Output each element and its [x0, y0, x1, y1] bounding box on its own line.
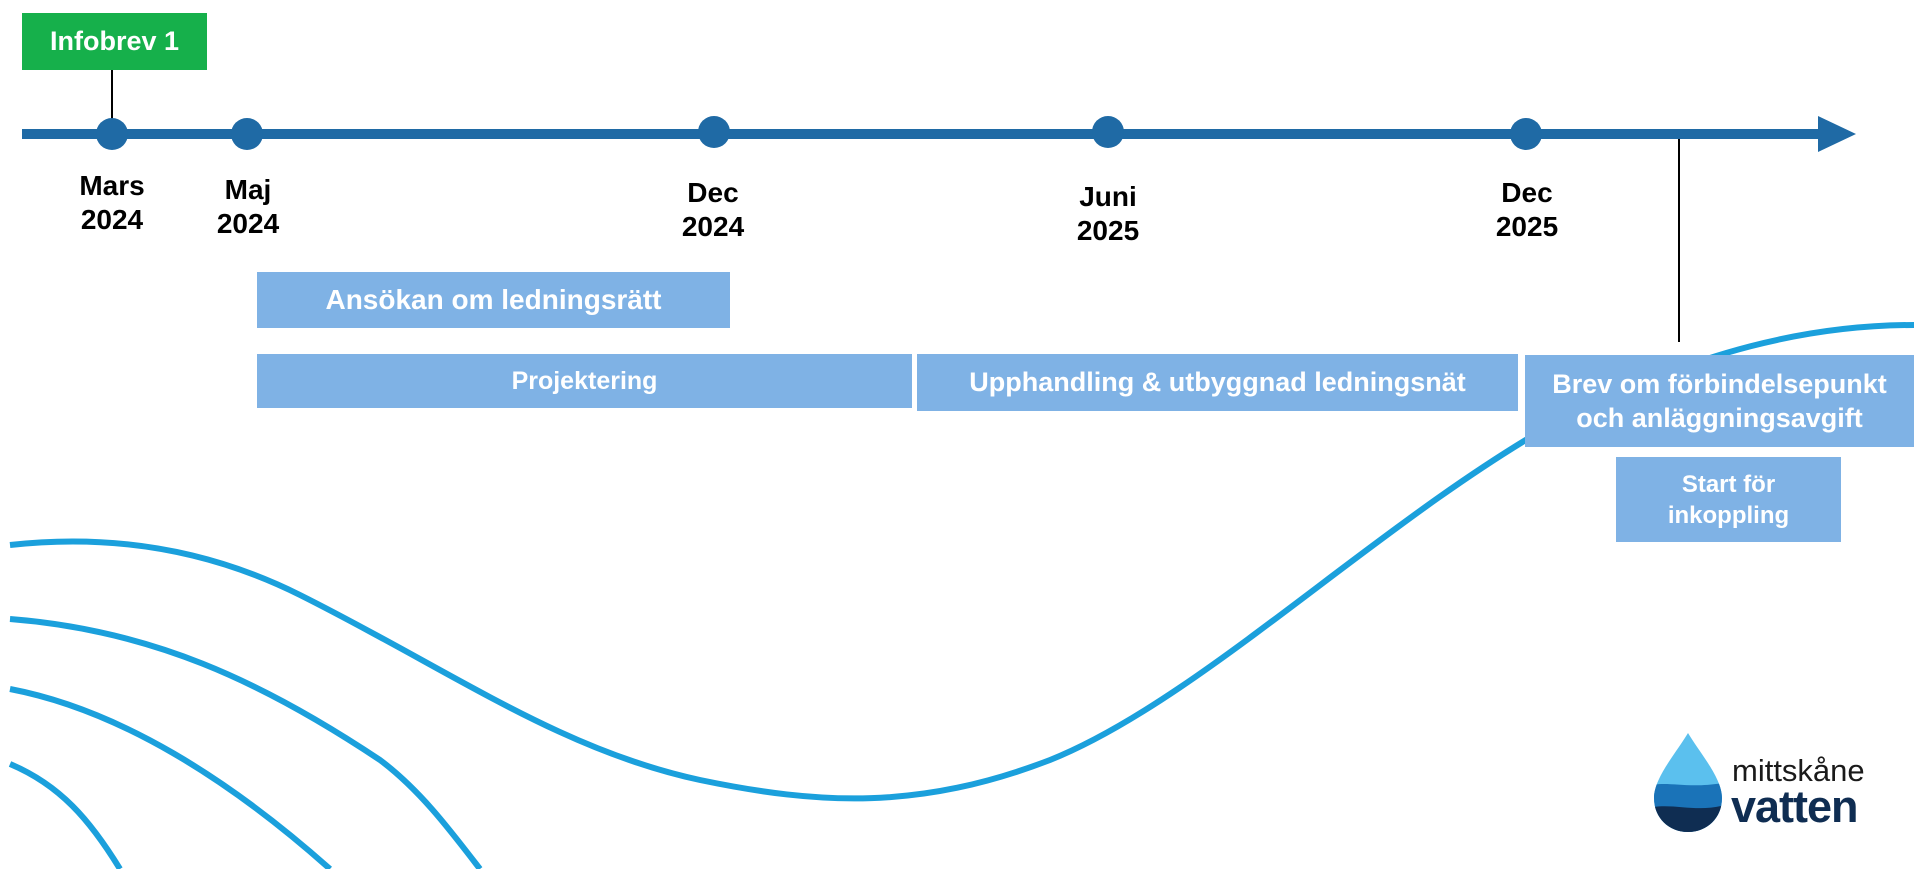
activity-label: Projektering — [511, 366, 658, 395]
decorative-wave-3 — [9, 686, 332, 869]
milestone-month: Juni — [1079, 181, 1137, 212]
milestone-label-dec-2024: Dec 2024 — [682, 176, 744, 244]
milestone-dot-dec-2024 — [698, 116, 730, 148]
activity-label: Ansökan om ledningsrätt — [325, 284, 662, 315]
activity-label: Upphandling & utbyggnad ledningsnät — [969, 367, 1466, 397]
infobrev-tag: Infobrev 1 — [22, 13, 207, 70]
activity-label-line2: inkoppling — [1667, 501, 1790, 529]
water-drop-icon — [1654, 733, 1722, 832]
activity-projektering: Projektering — [257, 354, 912, 408]
milestone-month: Maj — [224, 174, 272, 205]
milestone-month: Dec — [1501, 177, 1553, 208]
milestone-year: 2025 — [1076, 215, 1140, 246]
logo-text-vatten: vatten — [1731, 781, 1859, 832]
logo-text-mittskane: mittskåne — [1732, 753, 1865, 788]
milestone-year: 2024 — [80, 204, 144, 235]
milestone-year: 2024 — [216, 208, 280, 239]
decorative-wave-2 — [9, 616, 483, 869]
activity-ansokan-ledningsratt: Ansökan om ledningsrätt — [257, 272, 730, 328]
milestone-label-dec-2025: Dec 2025 — [1496, 176, 1558, 244]
milestone-label-juni-2025: Juni 2025 — [1077, 180, 1139, 248]
milestone-year: 2024 — [681, 211, 745, 242]
milestone-month: Dec — [687, 177, 739, 208]
activity-start-inkoppling: Start för inkoppling — [1616, 457, 1841, 542]
milestone-dot-juni-2025 — [1092, 116, 1124, 148]
milestone-year: 2025 — [1495, 211, 1559, 242]
milestone-month: Mars — [79, 170, 145, 201]
milestone-dot-maj-2024 — [231, 118, 263, 150]
activity-upphandling-utbyggnad: Upphandling & utbyggnad ledningsnät — [917, 354, 1518, 411]
decorative-wave-4 — [8, 761, 123, 869]
milestone-label-maj-2024: Maj 2024 — [217, 173, 279, 241]
milestone-dot-dec-2025 — [1510, 118, 1542, 150]
activity-brev-forbindelsepunkt: Brev om förbindelsepunkt och anläggnings… — [1525, 355, 1914, 447]
timeline-arrowhead — [1818, 116, 1856, 152]
activity-label-line1: Brev om förbindelsepunkt — [1552, 369, 1887, 399]
milestone-label-mars-2024: Mars 2024 — [79, 169, 144, 237]
milestone-dot-mars-2024 — [96, 118, 128, 150]
activity-label-line2: och anläggningsavgift — [1576, 403, 1863, 433]
activity-label-line1: Start för — [1681, 470, 1776, 498]
mittskane-vatten-logo: mittskåne vatten — [1648, 728, 1888, 838]
